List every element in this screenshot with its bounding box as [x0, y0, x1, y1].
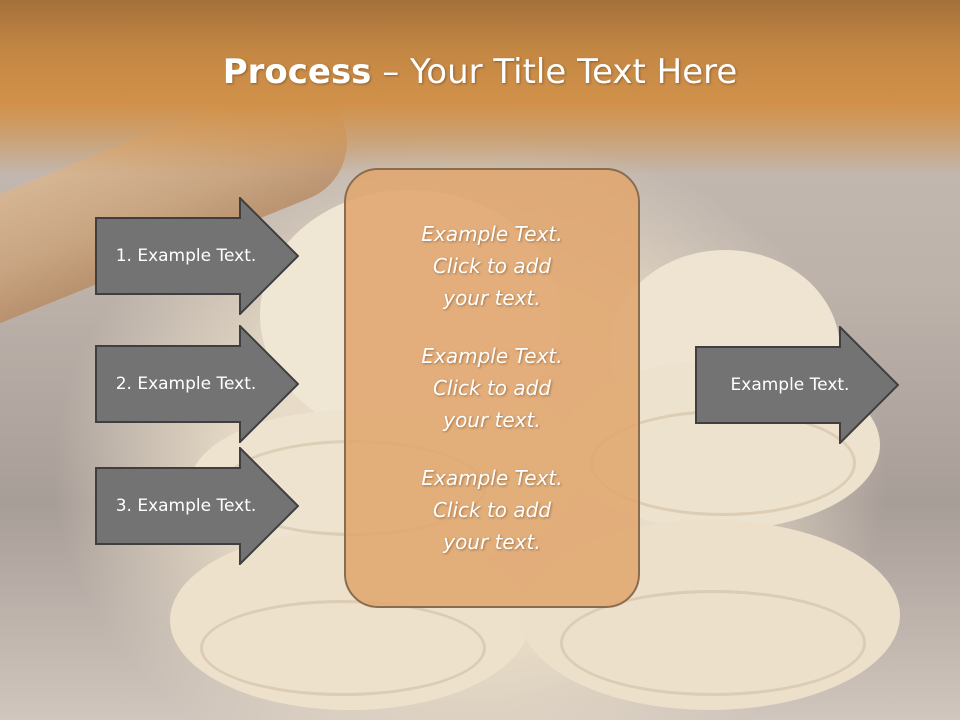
process-arrow-1[interactable]: 1. Example Text.	[95, 197, 299, 315]
example-text-block-2: Example Text. Click to add your text.	[421, 344, 563, 432]
example-text-block-1: Example Text. Click to add your text.	[421, 222, 563, 310]
title-bar	[0, 0, 960, 175]
slide-title[interactable]: Process – Your Title Text Here	[0, 52, 960, 92]
process-arrow-3[interactable]: 3. Example Text.	[95, 447, 299, 565]
center-text-box[interactable]: Example Text. Click to add your text. Ex…	[344, 168, 640, 608]
process-arrow-3-label: 3. Example Text.	[115, 496, 257, 516]
output-arrow-label: Example Text.	[730, 375, 850, 395]
process-arrow-2-label: 2. Example Text.	[115, 374, 257, 394]
process-arrow-2[interactable]: 2. Example Text.	[95, 325, 299, 443]
output-arrow[interactable]: Example Text.	[695, 326, 899, 444]
process-arrow-1-label: 1. Example Text.	[115, 246, 257, 266]
example-text-block-3: Example Text. Click to add your text.	[421, 466, 563, 554]
title-rest: – Your Title Text Here	[371, 52, 738, 92]
title-bold: Process	[222, 52, 372, 92]
